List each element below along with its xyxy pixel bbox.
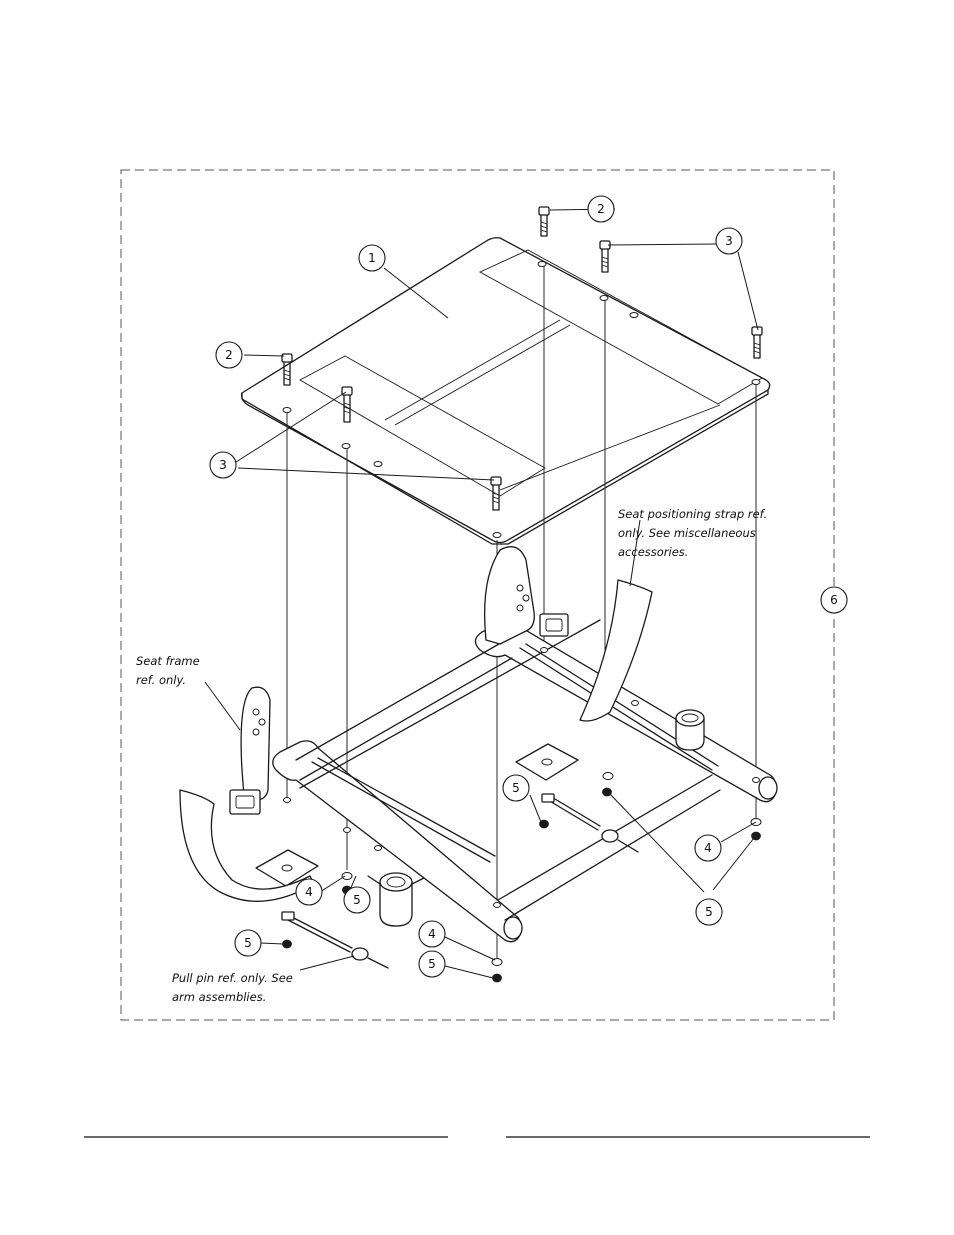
callout-5-front-center: 5 bbox=[418, 950, 446, 978]
svg-text:3: 3 bbox=[219, 458, 227, 472]
svg-text:1: 1 bbox=[368, 251, 376, 265]
svg-text:2: 2 bbox=[225, 348, 233, 362]
pull-pins bbox=[281, 793, 639, 969]
svg-text:arm assemblies.: arm assemblies. bbox=[172, 990, 266, 1004]
svg-text:2: 2 bbox=[597, 202, 605, 216]
callout-5-front-left: 5 bbox=[343, 886, 371, 914]
locknut bbox=[492, 973, 502, 983]
svg-text:5: 5 bbox=[353, 893, 361, 907]
bolt-front-2 bbox=[281, 353, 293, 386]
callout-5-center: 5 bbox=[502, 774, 530, 802]
callout-5-right: 5 bbox=[695, 898, 723, 926]
seat-hole bbox=[373, 461, 383, 467]
seat-hole bbox=[629, 312, 639, 318]
locknut bbox=[602, 787, 612, 797]
svg-text:6: 6 bbox=[830, 593, 838, 607]
callout-3-rear: 3 bbox=[715, 227, 743, 255]
callout-6: 6 bbox=[820, 586, 848, 614]
callout-4-right: 4 bbox=[694, 834, 722, 862]
seat-frame bbox=[229, 546, 778, 943]
seat-hole bbox=[751, 379, 761, 385]
callout-1: 1 bbox=[358, 244, 386, 272]
svg-text:Seat positioning strap ref.: Seat positioning strap ref. bbox=[618, 507, 767, 521]
leader-lines bbox=[204, 208, 759, 979]
svg-text:Pull pin ref. only. See: Pull pin ref. only. See bbox=[172, 971, 293, 985]
callout-4-front-center: 4 bbox=[418, 920, 446, 948]
seat-hole bbox=[492, 532, 502, 538]
seat-hole bbox=[282, 407, 292, 413]
callout-2-front: 2 bbox=[215, 341, 243, 369]
svg-text:5: 5 bbox=[512, 781, 520, 795]
bolt-center-3 bbox=[490, 476, 502, 511]
svg-text:only. See miscellaneous: only. See miscellaneous bbox=[618, 526, 756, 540]
svg-text:5: 5 bbox=[244, 936, 252, 950]
svg-text:accessories.: accessories. bbox=[618, 545, 688, 559]
bolt-rear-2 bbox=[538, 206, 550, 237]
note-pull-pin: Pull pin ref. only. See arm assemblies. bbox=[172, 971, 293, 1004]
svg-text:5: 5 bbox=[705, 905, 713, 919]
callout-5-far-left: 5 bbox=[234, 929, 262, 957]
seat-hole bbox=[341, 443, 351, 449]
svg-text:4: 4 bbox=[428, 927, 436, 941]
bolts bbox=[281, 206, 763, 511]
seat-positioning-strap bbox=[179, 579, 653, 902]
callout-3-front: 3 bbox=[209, 451, 237, 479]
callout-4-front-left: 4 bbox=[295, 878, 323, 906]
bolt-rear-3 bbox=[599, 240, 611, 273]
washer bbox=[602, 772, 614, 780]
note-seat-positioning-strap: Seat positioning strap ref. only. See mi… bbox=[618, 507, 767, 559]
locknut bbox=[539, 819, 549, 829]
hardware-washers-nuts bbox=[282, 772, 762, 983]
locknut bbox=[282, 939, 292, 949]
alignment-lines bbox=[286, 266, 757, 960]
svg-text:Seat frame: Seat frame bbox=[136, 654, 200, 668]
note-seat-frame: Seat frame ref. only. bbox=[136, 654, 200, 687]
seat-hole bbox=[537, 261, 547, 267]
seat-hole bbox=[599, 295, 609, 301]
svg-text:5: 5 bbox=[428, 957, 436, 971]
svg-text:4: 4 bbox=[704, 841, 712, 855]
washer bbox=[341, 872, 353, 880]
svg-text:ref. only.: ref. only. bbox=[136, 673, 186, 687]
bolt-right-3 bbox=[751, 326, 763, 359]
svg-text:4: 4 bbox=[305, 885, 313, 899]
seat-pan bbox=[240, 237, 771, 545]
svg-text:3: 3 bbox=[725, 234, 733, 248]
callout-2-rear: 2 bbox=[587, 195, 615, 223]
